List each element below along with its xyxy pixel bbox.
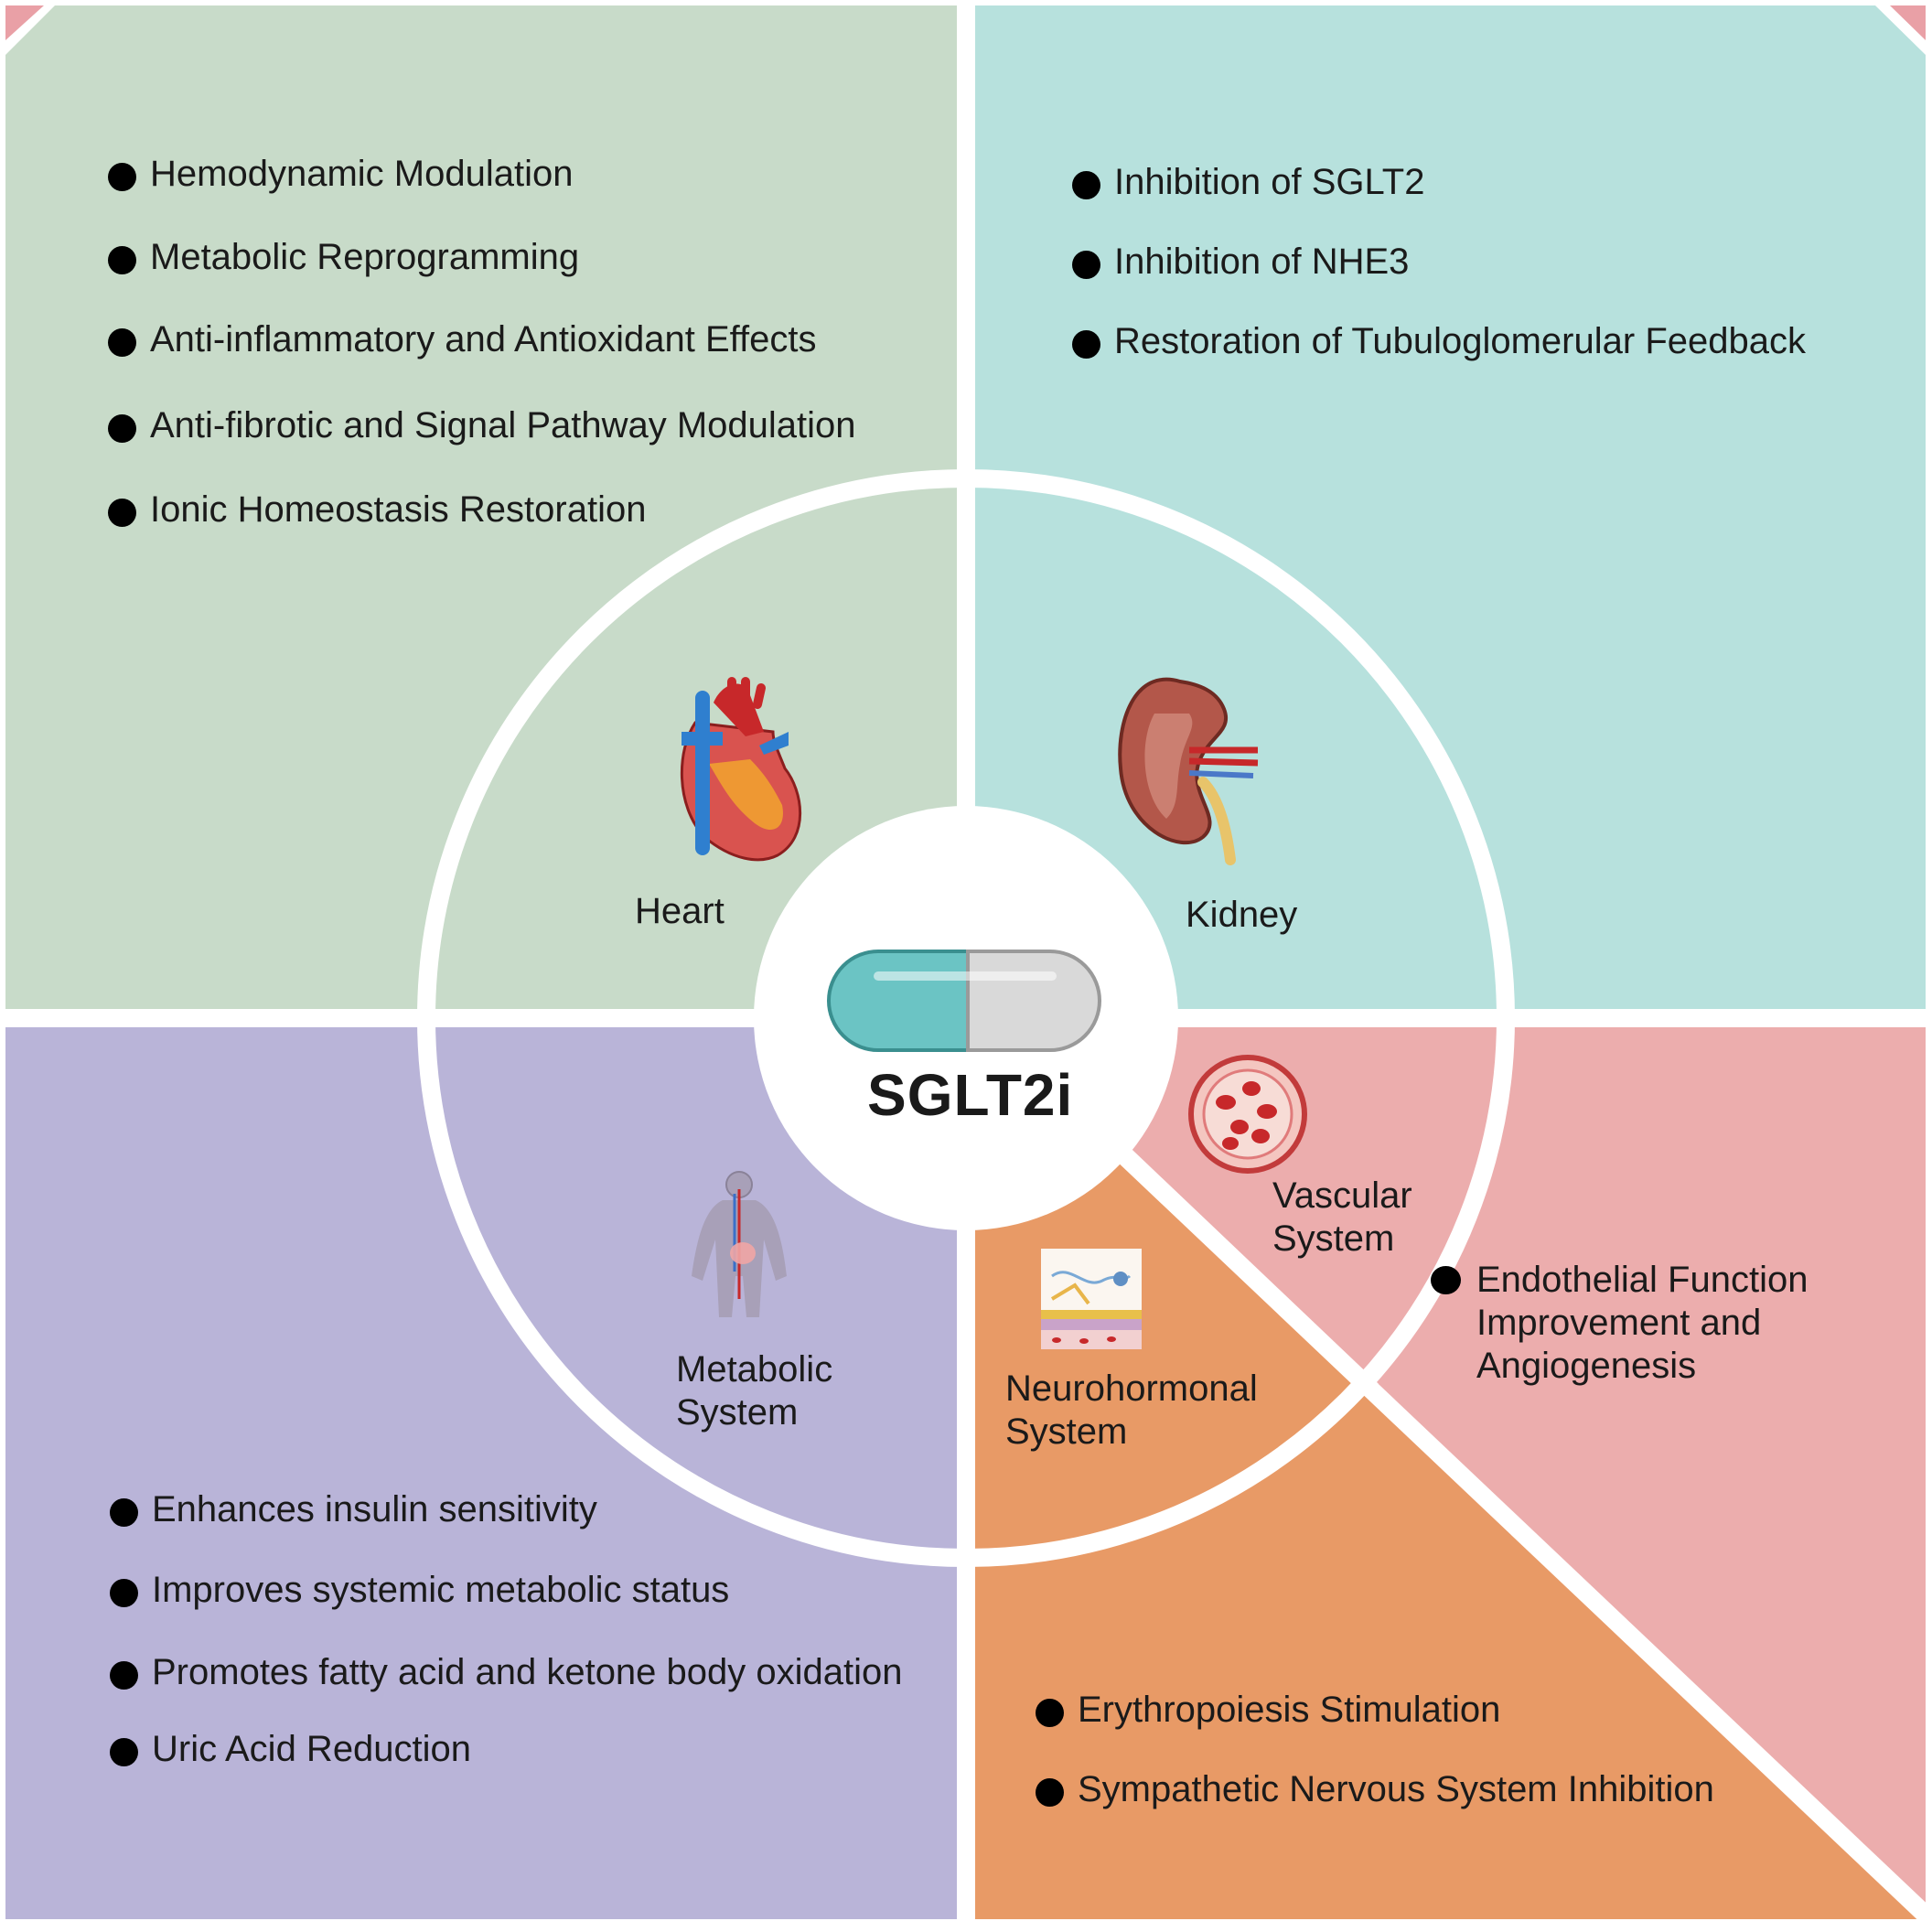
- metabolic-label-line1: Metabolic: [676, 1349, 833, 1390]
- kidney-bullet-item: Restoration of Tubuloglomerular Feedback: [1072, 320, 1806, 362]
- heart-bullet-item: Metabolic Reprogramming: [108, 236, 856, 278]
- human-body-icon: [692, 1171, 787, 1317]
- neurohormonal-label-line1: Neurohormonal: [1005, 1368, 1258, 1409]
- center-title: SGLT2i: [867, 1062, 1074, 1128]
- vascular-bullet-line3: Angiogenesis: [1476, 1346, 1697, 1386]
- vascular-bullet-line2: Improvement and: [1476, 1303, 1762, 1343]
- neurohormonal-bullet-item: Erythropoiesis Stimulation: [1036, 1689, 1714, 1731]
- outer-ring: [417, 469, 1515, 1567]
- kidney-label: Kidney: [1186, 895, 1298, 935]
- metabolic-bullet-item: Enhances insulin sensitivity: [110, 1488, 903, 1530]
- bullet-dot: [1431, 1266, 1461, 1294]
- heart-icon: [681, 677, 802, 862]
- kidney-bullet-item: Inhibition of NHE3: [1072, 241, 1806, 283]
- heart-bullet-item: Anti-inflammatory and Antioxidant Effect…: [108, 318, 856, 360]
- metabolic-bullet-item: Improves systemic metabolic status: [110, 1569, 903, 1611]
- kidney-bullet-item: Inhibition of SGLT2: [1072, 161, 1806, 203]
- metabolic-quadrant: [5, 1027, 957, 1919]
- kidney-quadrant: [975, 5, 1926, 1009]
- neurohormonal-label-line2: System: [1005, 1411, 1128, 1452]
- heart-bullet-item: Hemodynamic Modulation: [108, 153, 856, 195]
- kidney-icon: [1118, 677, 1259, 865]
- metabolic-bullet-list: Enhances insulin sensitivity Improves sy…: [110, 1488, 903, 1770]
- metabolic-label-line2: System: [676, 1392, 799, 1433]
- corner-accent-right: [1890, 5, 1926, 40]
- neurohormonal-bullet-list: Erythropoiesis Stimulation Sympathetic N…: [1036, 1689, 1714, 1810]
- vascular-bullet-line1: Endothelial Function: [1476, 1260, 1809, 1300]
- corner-accent-left: [5, 5, 44, 40]
- capsule-icon: [827, 950, 1101, 1052]
- heart-label: Heart: [635, 891, 724, 931]
- heart-bullet-item: Anti-fibrotic and Signal Pathway Modulat…: [108, 404, 856, 446]
- heart-bullet-list: Hemodynamic Modulation Metabolic Reprogr…: [108, 153, 856, 531]
- metabolic-label: Metabolic System: [676, 1348, 832, 1434]
- metabolic-bullet-item: Promotes fatty acid and ketone body oxid…: [110, 1651, 903, 1693]
- neurohormonal-bullet-item: Sympathetic Nervous System Inhibition: [1036, 1768, 1714, 1810]
- vascular-label-line2: System: [1272, 1218, 1395, 1259]
- metabolic-bullet-item: Uric Acid Reduction: [110, 1728, 903, 1770]
- blood-vessel-icon: [1188, 1055, 1307, 1174]
- kidney-bullet-list: Inhibition of SGLT2 Inhibition of NHE3 R…: [1072, 161, 1806, 362]
- neurohormonal-label: Neurohormonal System: [1005, 1368, 1258, 1454]
- vascular-label-line1: Vascular: [1272, 1175, 1412, 1216]
- heart-bullet-item: Ionic Homeostasis Restoration: [108, 488, 856, 531]
- neuron-tissue-icon: [1041, 1249, 1142, 1349]
- vascular-label: Vascular System: [1272, 1175, 1412, 1261]
- inner-diagonal-divider: [1087, 1118, 1379, 1398]
- vascular-bullet: Endothelial Function Improvement and Ang…: [1431, 1259, 1809, 1388]
